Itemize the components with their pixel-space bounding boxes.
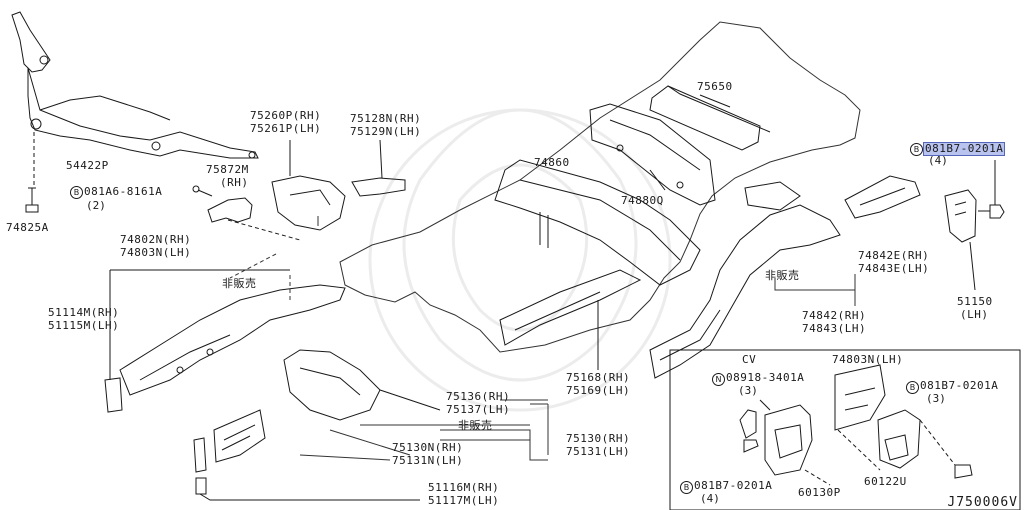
- bracket-51116M: [193, 437, 420, 501]
- bracket-51150: [944, 189, 977, 291]
- bolt-marker-cv-right-icon: B: [906, 381, 919, 394]
- label-75872M: 75872M: [206, 163, 249, 176]
- qty-cv-081B7-right: (3): [926, 392, 946, 405]
- label-75650: 75650: [697, 80, 733, 93]
- label-74825A: 74825A: [6, 221, 49, 234]
- label-74802N: 74802N(RH): [120, 233, 192, 246]
- member-74802N: [104, 269, 346, 413]
- label-cv-60122U: 60122U: [864, 475, 907, 488]
- member-75650: [649, 85, 771, 151]
- bracket-75872M: [192, 185, 301, 241]
- label-54422P: 54422P: [66, 159, 109, 172]
- qty-081A6: (2): [86, 199, 106, 212]
- cv-box-title: CV: [742, 353, 757, 366]
- label-74860: 74860: [534, 156, 570, 169]
- qty-081B7-top: (4): [928, 154, 948, 167]
- label-75131N: 75131N(LH): [392, 454, 464, 467]
- bracket-75260P: [271, 140, 346, 231]
- label-74843: 74843(LH): [802, 322, 867, 335]
- label-75130N: 75130N(RH): [392, 441, 464, 454]
- label-75128N: 75128N(RH): [350, 112, 422, 125]
- member-74860: [494, 159, 701, 286]
- bolt-right-081B7: [978, 160, 1005, 219]
- label-cv-081B7-left: 081B7-0201A: [694, 479, 773, 492]
- floor-outline: [339, 21, 861, 353]
- qty-cv-08918: (3): [738, 384, 758, 397]
- member-75168: [499, 269, 642, 370]
- brace-54422P: [11, 11, 259, 186]
- label-51150: 51150: [957, 295, 993, 308]
- label-75168: 75168(RH): [566, 371, 631, 384]
- nut-marker-icon: N: [712, 373, 725, 386]
- label-51115M: 51115M(LH): [48, 319, 120, 332]
- not-sold-left: 非販売: [222, 277, 257, 290]
- cv-detail-box: [669, 349, 1021, 510]
- label-081B7-top[interactable]: 081B7-0201A: [923, 142, 1006, 156]
- label-74843E: 74843E(LH): [858, 262, 930, 275]
- label-cv-081B7-right: 081B7-0201A: [920, 379, 999, 392]
- label-74880Q: 74880Q: [621, 194, 664, 207]
- label-75137: 75137(LH): [446, 403, 511, 416]
- diagram-reference: J750006V: [947, 495, 1018, 510]
- label-74803N: 74803N(LH): [120, 246, 192, 259]
- bolt-74825A: [25, 187, 39, 213]
- bolt-marker-top-icon: B: [910, 143, 923, 156]
- side-51150: (LH): [960, 308, 989, 321]
- bracket-75136: [283, 349, 441, 421]
- member-74842: [649, 181, 841, 379]
- label-74842E: 74842E(RH): [858, 249, 930, 262]
- qty-cv-081B7-left: (4): [700, 492, 720, 505]
- bracket-75128N: [351, 139, 406, 197]
- label-cv-08918: 08918-3401A: [726, 371, 805, 384]
- label-cv-74803N: 74803N(LH): [832, 353, 904, 366]
- label-51114M: 51114M(RH): [48, 306, 120, 319]
- bolt-marker-icon: B: [70, 186, 83, 199]
- label-cv-60130P: 60130P: [798, 486, 841, 499]
- not-sold-center: 非販売: [458, 419, 493, 432]
- label-081A6: 081A6-8161A: [84, 185, 163, 198]
- panel-75130N: [213, 409, 266, 463]
- bracket-74842E: [844, 175, 921, 219]
- label-75130: 75130(RH): [566, 432, 631, 445]
- label-74842: 74842(RH): [802, 309, 867, 322]
- side-75872M: (RH): [220, 176, 249, 189]
- label-75131: 75131(LH): [566, 445, 631, 458]
- bracket-74880Q: [589, 103, 716, 206]
- not-sold-right: 非販売: [765, 269, 800, 282]
- label-75136: 75136(RH): [446, 390, 511, 403]
- label-51116M: 51116M(RH): [428, 481, 500, 494]
- label-75261P: 75261P(LH): [250, 122, 322, 135]
- leader-lines: [229, 216, 856, 461]
- label-75260P: 75260P(RH): [250, 109, 322, 122]
- label-75129N: 75129N(LH): [350, 125, 422, 138]
- label-75169: 75169(LH): [566, 384, 631, 397]
- label-51117M: 51117M(LH): [428, 494, 500, 507]
- watermark-emblem: [368, 108, 672, 412]
- bolt-marker-cv-left-icon: B: [680, 481, 693, 494]
